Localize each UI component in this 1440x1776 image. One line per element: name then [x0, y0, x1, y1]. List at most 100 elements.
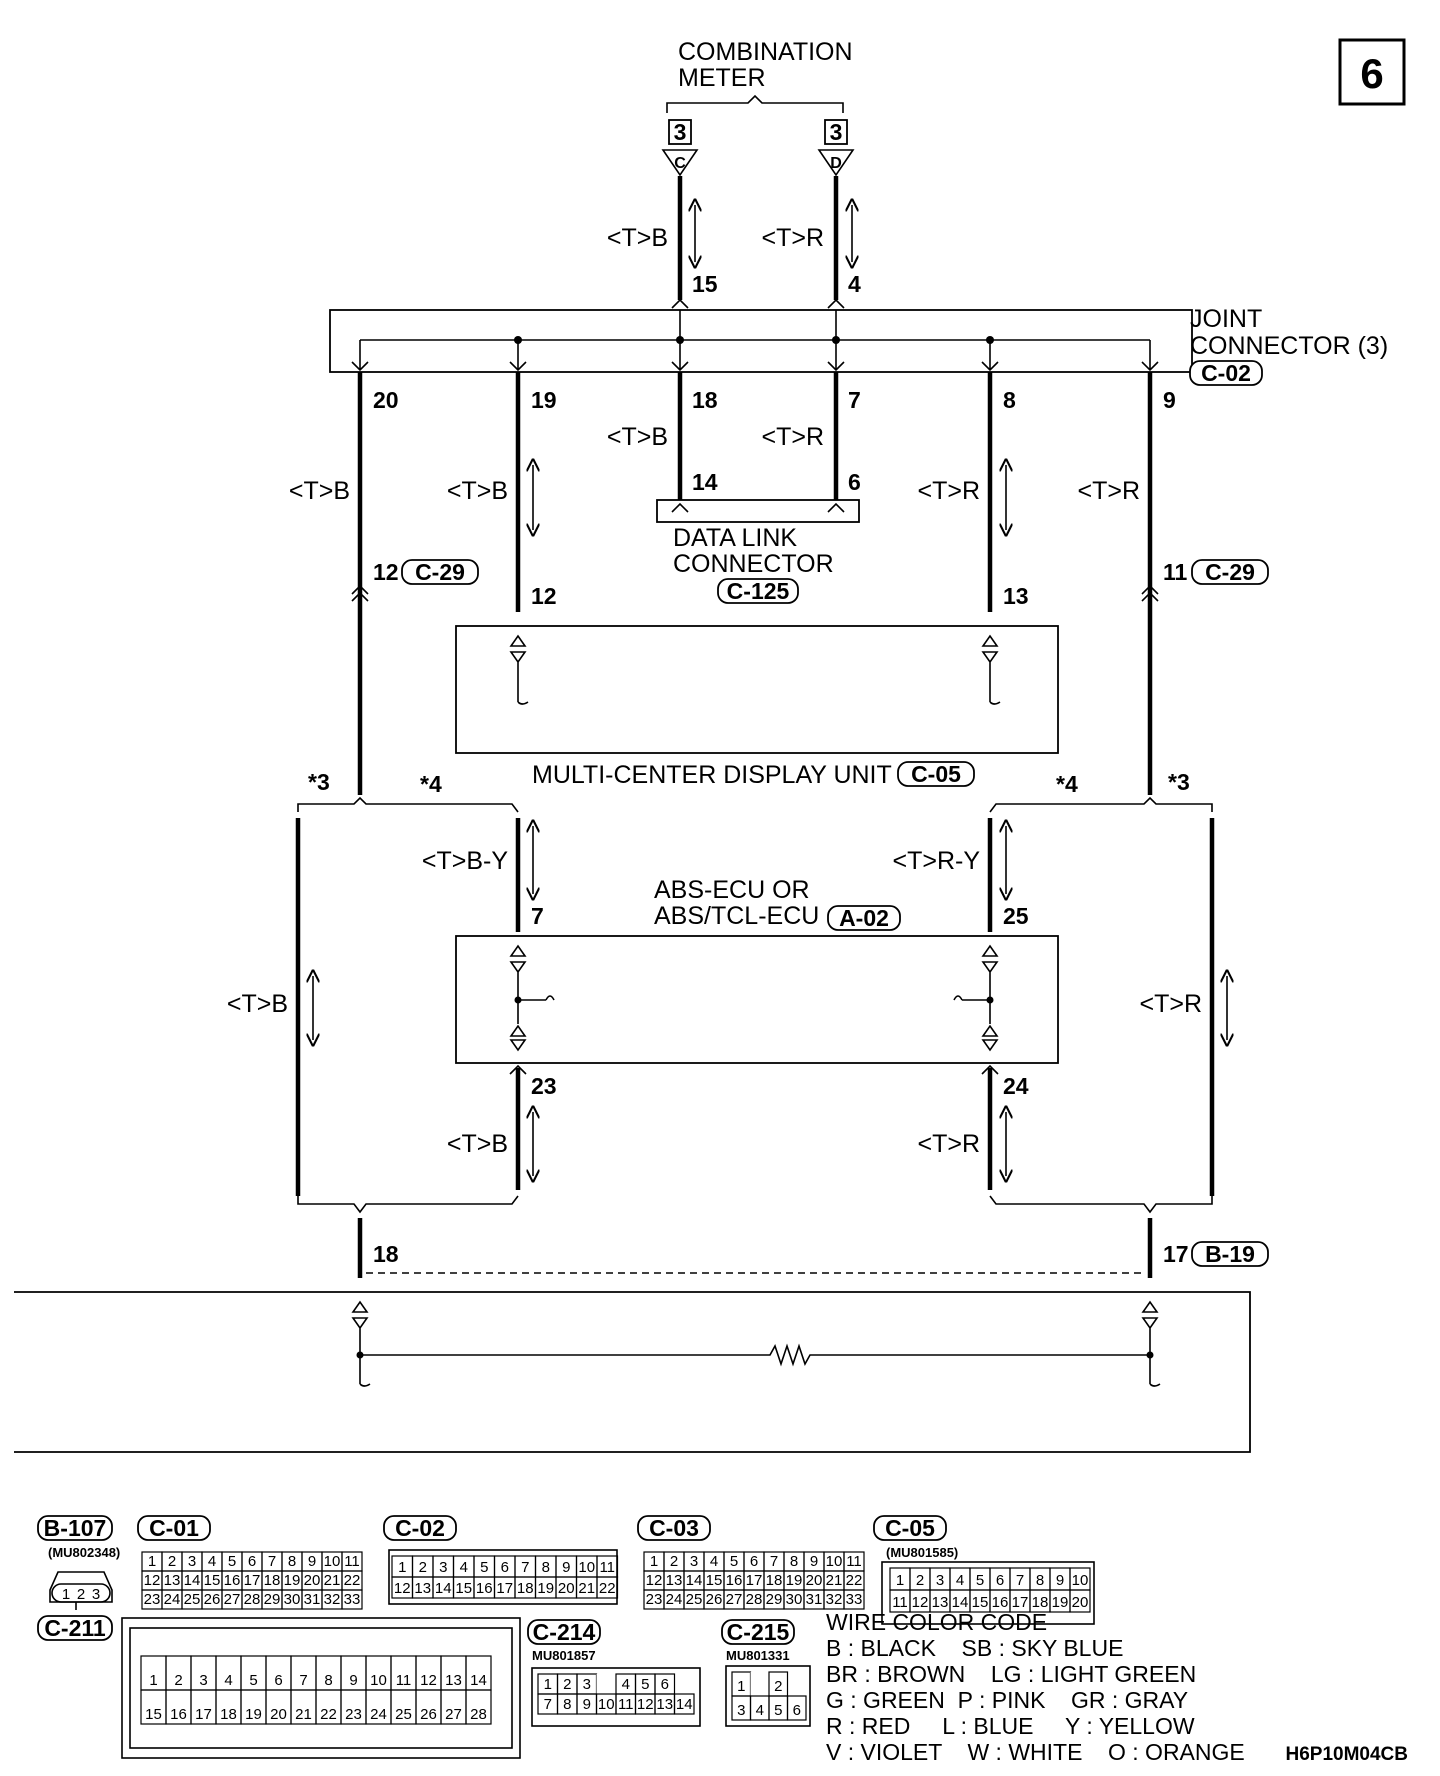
pin-number: 11 [599, 1559, 615, 1576]
splice-dot [514, 996, 522, 1004]
pin-number: 7 [299, 1672, 307, 1689]
pin-label: 18 [692, 387, 718, 413]
pin-number: 14 [435, 1580, 452, 1597]
connector-code-box [37, 1615, 113, 1641]
pin-number: 4 [460, 1559, 468, 1576]
svg-text:3: 3 [92, 1586, 100, 1603]
connector-code-box [1191, 1241, 1269, 1267]
connector-code-box [401, 559, 479, 585]
variant-mark: *3 [1168, 769, 1190, 795]
pin-number: 22 [320, 1706, 337, 1723]
svg-text:C-02: C-02 [395, 1515, 445, 1541]
pin-number: 10 [1072, 1572, 1089, 1589]
pin-number: 18 [264, 1572, 281, 1589]
pin-number: 6 [661, 1676, 669, 1693]
pin-label: 7 [848, 387, 861, 413]
svg-text:C: C [674, 155, 686, 172]
pin-number: 29 [766, 1591, 783, 1608]
pin-number: 15 [972, 1594, 989, 1611]
pin-number: 11 [892, 1594, 908, 1611]
pin-number: 12 [637, 1696, 654, 1713]
wire-label: <T>B [607, 423, 668, 451]
pin-number: 3 [583, 1676, 591, 1693]
pin-number: 1 [398, 1559, 406, 1576]
pin-number: 19 [284, 1572, 301, 1589]
pin-number: 4 [710, 1553, 718, 1570]
pin-number: 17 [496, 1580, 513, 1597]
pin-number: 21 [826, 1572, 843, 1589]
pin-label: 6 [848, 469, 861, 495]
connector-code-box [1189, 360, 1263, 386]
pin-number: 32 [324, 1591, 341, 1608]
legend-line: B : BLACK SB : SKY BLUE [826, 1635, 1123, 1661]
pin-label: 17 [1163, 1241, 1189, 1267]
splice-dot [676, 336, 684, 344]
wire-label: <T>R [917, 1130, 980, 1158]
pin-number: 25 [395, 1706, 412, 1723]
meter-terminal-right-box [824, 119, 848, 145]
pin-number: 16 [726, 1572, 743, 1589]
pin-number: 23 [144, 1591, 161, 1608]
pin-number: 20 [806, 1572, 823, 1589]
terminal-mark [981, 361, 999, 372]
pin-number: 3 [737, 1702, 745, 1719]
pin-number: 1 [149, 1672, 157, 1689]
wire-label: <T>B-Y [422, 847, 508, 875]
pin-number: 2 [563, 1676, 571, 1693]
pin-number: 12 [646, 1572, 663, 1589]
joint-connector-box [329, 309, 1193, 373]
abs-terminal-left-lower [509, 1024, 527, 1052]
variant-bracket-right-lower [989, 1195, 1213, 1214]
pin-number: 5 [249, 1672, 257, 1689]
pin-number: 1 [650, 1553, 658, 1570]
variant-bracket-left [297, 796, 519, 813]
pin-number: 3 [439, 1559, 447, 1576]
pin-number: 19 [245, 1706, 262, 1723]
pin-number: 3 [936, 1572, 944, 1589]
pin-number: 9 [349, 1672, 357, 1689]
pin-number: 18 [1032, 1594, 1049, 1611]
pin-number: 4 [224, 1672, 232, 1689]
pin-number: 7 [268, 1553, 276, 1570]
svg-text:C-05: C-05 [885, 1515, 935, 1541]
pin-label: 24 [1003, 1073, 1029, 1099]
pin-number: 13 [445, 1672, 462, 1689]
pin-number: 5 [976, 1572, 984, 1589]
pin-number: 2 [774, 1678, 782, 1695]
terminal-mark [671, 361, 689, 372]
pin-number: 12 [420, 1672, 437, 1689]
wire-color-code-legend: WIRE COLOR CODE B : BLACK SB : SKY BLUE … [826, 1609, 1245, 1765]
bottom-terminal-right [1141, 1300, 1161, 1387]
pin-number: 21 [324, 1572, 341, 1589]
connector-code-box [527, 1619, 601, 1645]
pin-number: 3 [690, 1553, 698, 1570]
pin-number: 22 [846, 1572, 863, 1589]
legend-line: R : RED L : BLUE Y : YELLOW [826, 1713, 1195, 1739]
pin-label: 15 [692, 271, 718, 297]
connector-code-box [1191, 559, 1269, 585]
terminal-mark [1141, 361, 1159, 372]
pin-number: 5 [774, 1702, 782, 1719]
pin-cell [750, 1672, 769, 1696]
meter-terminal-right-shape [817, 149, 855, 177]
pin-number: 10 [324, 1553, 341, 1570]
terminal-mark [827, 361, 845, 372]
svg-text:C-125: C-125 [727, 578, 790, 604]
pin-number: 14 [676, 1696, 693, 1713]
pin-number: 16 [224, 1572, 241, 1589]
svg-text:MU801331: MU801331 [726, 1648, 790, 1663]
connector-code-box [137, 1515, 211, 1541]
pin-number: 2 [174, 1672, 182, 1689]
pin-number: 33 [344, 1591, 361, 1608]
wire-label: <T>B [447, 477, 508, 505]
svg-text:1: 1 [62, 1586, 70, 1603]
pin-number: 15 [706, 1572, 723, 1589]
pin-number: 31 [304, 1591, 321, 1608]
connector-code-box [897, 761, 975, 787]
bottom-terminal-left [351, 1300, 371, 1387]
pin-number: 2 [419, 1559, 427, 1576]
pin-cell [465, 1689, 492, 1725]
pin-number: 10 [598, 1696, 615, 1713]
